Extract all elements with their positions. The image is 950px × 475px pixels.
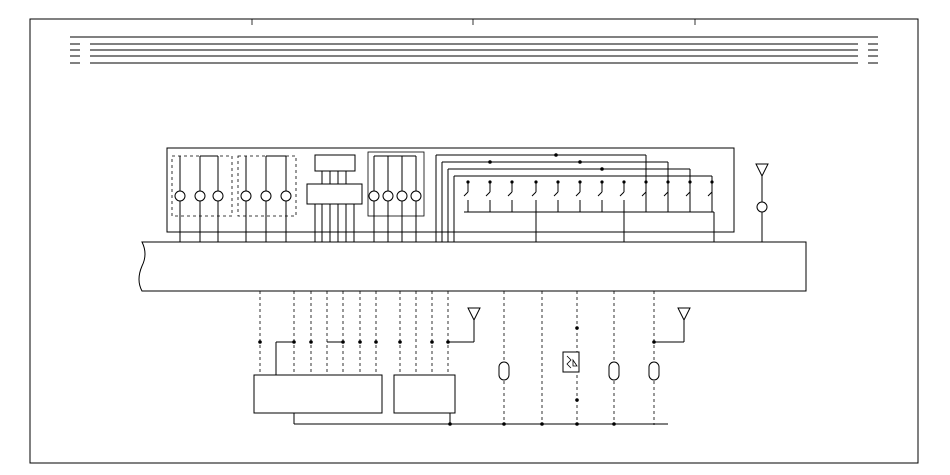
switch-icon: [663, 180, 670, 212]
upper-component-box: [166, 147, 735, 233]
switch-icon: [685, 180, 692, 212]
sensor-icon: [756, 201, 768, 213]
relay-block: [306, 154, 363, 242]
bulb-icon: [396, 190, 408, 202]
lower-wiring: [258, 291, 684, 426]
antenna-icon: [755, 163, 769, 202]
bulb-icon: [648, 361, 660, 381]
bulb-icon: [212, 190, 224, 202]
bulb-icon: [194, 190, 206, 202]
bulb-cluster-middle: [237, 155, 297, 242]
bulb-icon: [498, 361, 510, 381]
antenna-icon: [677, 307, 691, 342]
switch-icon: [575, 180, 582, 212]
antenna-icon: [467, 307, 481, 342]
switch-icon: [463, 180, 470, 212]
lower-module-left: [253, 374, 383, 414]
outer-frame: [29, 18, 919, 464]
switch-icon: [485, 180, 492, 212]
switch-icon: [707, 180, 714, 212]
switch-icon: [531, 180, 538, 212]
switch-icon: [553, 180, 560, 212]
switch-icon: [641, 180, 648, 212]
bulb-cluster-left: [171, 155, 233, 242]
bulb-icon: [608, 361, 620, 381]
lower-module-right: [393, 374, 456, 414]
bulb-icon: [240, 190, 252, 202]
bulb-icon: [174, 190, 186, 202]
bulb-icon: [410, 190, 422, 202]
switch-icon: [619, 180, 626, 212]
bulb-cluster-right: [367, 151, 425, 242]
switch-bank: [435, 153, 715, 242]
title-block: [70, 36, 878, 64]
bulb-icon: [382, 190, 394, 202]
relay-icon: [562, 351, 580, 373]
bulb-icon: [260, 190, 272, 202]
switch-icon: [507, 180, 514, 212]
bulb-icon: [368, 190, 380, 202]
bulb-icon: [280, 190, 292, 202]
switch-icon: [597, 180, 604, 212]
control-unit-bar: [138, 241, 807, 292]
